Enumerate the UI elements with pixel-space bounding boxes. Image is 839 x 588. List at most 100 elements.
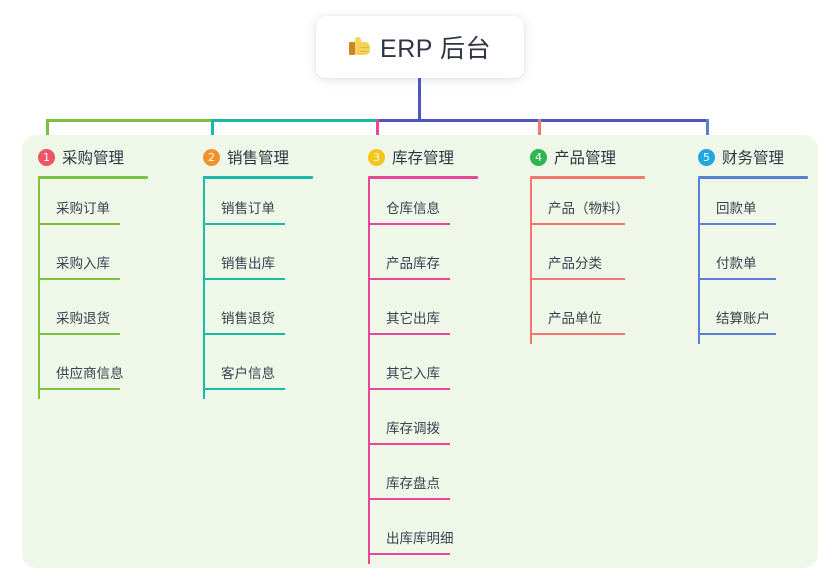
branch-column-4: 4 产品管理产品（物料） 产品分类产品单位 (530, 146, 690, 344)
bus-segment-1 (211, 119, 379, 122)
branch-item-underline (698, 333, 776, 335)
branch-item[interactable]: 付款单 (698, 234, 828, 289)
branch-underline-1 (38, 176, 148, 179)
root-node-content: ERP 后台 (349, 29, 491, 65)
branch-item-label: 产品库存 (386, 256, 440, 271)
branch-item-label: 仓库信息 (386, 201, 440, 216)
branch-item-underline (368, 553, 450, 555)
bus-segment-0 (46, 119, 214, 122)
branch-title-2: 销售管理 (227, 150, 290, 167)
branch-item[interactable]: 结算账户 (698, 289, 828, 344)
branch-item[interactable]: 仓库信息 (368, 179, 518, 234)
drop-line-4 (538, 119, 541, 148)
branch-item-list-5: 回款单付款单结算账户 (698, 179, 828, 344)
drop-line-5 (706, 119, 709, 148)
branch-item-label: 付款单 (716, 256, 757, 271)
drop-line-2 (211, 119, 214, 148)
branch-item[interactable]: 产品（物料） (530, 179, 690, 234)
branch-item-label: 产品单位 (548, 311, 602, 326)
branch-item-underline (368, 333, 450, 335)
branch-item-underline (203, 278, 285, 280)
branch-item-underline (698, 223, 776, 225)
branch-spine-2 (203, 179, 205, 399)
branch-item[interactable]: 产品单位 (530, 289, 690, 344)
branch-item-underline (368, 388, 450, 390)
branch-item-label: 其它入库 (386, 366, 440, 381)
drop-line-1 (46, 119, 49, 148)
branch-badge-2: 2 (203, 148, 220, 166)
branch-item-underline (38, 278, 120, 280)
branch-item[interactable]: 采购订单 (38, 179, 188, 234)
branch-item-label: 采购订单 (56, 201, 110, 216)
branch-item-underline (203, 333, 285, 335)
branch-item-underline (368, 223, 450, 225)
branch-item-list-2: 销售订单销售出库销售退货客户信息 (203, 179, 353, 399)
branch-badge-1: 1 (38, 148, 55, 166)
branch-item-label: 产品（物料） (548, 201, 629, 216)
branch-item-label: 销售订单 (221, 201, 275, 216)
branch-item-underline (368, 498, 450, 500)
branch-item[interactable]: 库存盘点 (368, 454, 518, 509)
branch-item-underline (530, 278, 625, 280)
branch-spine-1 (38, 179, 40, 399)
branch-item[interactable]: 销售订单 (203, 179, 353, 234)
branch-item-label: 采购入库 (56, 256, 110, 271)
branch-item-underline (530, 223, 625, 225)
drop-line-3 (376, 119, 379, 148)
root-node[interactable]: ERP 后台 (316, 16, 524, 78)
branch-column-2: 2 销售管理销售订单销售出库销售退货客户信息 (203, 146, 353, 399)
root-stem-line (418, 78, 421, 122)
branch-item-underline (530, 333, 625, 335)
branch-item-label: 出库库明细 (386, 531, 454, 546)
thumbs-up-icon (349, 37, 371, 59)
branch-item[interactable]: 采购退货 (38, 289, 188, 344)
branch-item-underline (203, 223, 285, 225)
branch-spine-4 (530, 179, 532, 344)
branch-header-1[interactable]: 1 采购管理 (38, 146, 188, 168)
branch-item-list-1: 采购订单采购入库采购退货供应商信息 (38, 179, 188, 399)
branch-item[interactable]: 销售退货 (203, 289, 353, 344)
branch-item[interactable]: 出库库明细 (368, 509, 518, 564)
branch-item[interactable]: 供应商信息 (38, 344, 188, 399)
branch-badge-3: 3 (368, 148, 385, 166)
branch-underline-2 (203, 176, 313, 179)
branch-title-4: 产品管理 (554, 150, 617, 167)
branch-item[interactable]: 回款单 (698, 179, 828, 234)
branch-item-label: 采购退货 (56, 311, 110, 326)
branch-spine-3 (368, 179, 370, 564)
branch-item-label: 客户信息 (221, 366, 275, 381)
branch-item-list-3: 仓库信息产品库存其它出库其它入库库存调拨库存盘点出库库明细 (368, 179, 518, 564)
branch-item[interactable]: 产品库存 (368, 234, 518, 289)
branch-item-underline (38, 223, 120, 225)
branch-title-1: 采购管理 (62, 150, 125, 167)
branch-spine-5 (698, 179, 700, 344)
branch-item-underline (698, 278, 776, 280)
branch-badge-4: 4 (530, 148, 547, 166)
branch-item[interactable]: 库存调拨 (368, 399, 518, 454)
branch-item-label: 其它出库 (386, 311, 440, 326)
branch-item[interactable]: 其它出库 (368, 289, 518, 344)
branch-header-2[interactable]: 2 销售管理 (203, 146, 353, 168)
branch-underline-4 (530, 176, 645, 179)
branch-item[interactable]: 客户信息 (203, 344, 353, 399)
branch-item-label: 供应商信息 (56, 366, 124, 381)
bus-segment-2 (376, 119, 709, 122)
branch-header-4[interactable]: 4 产品管理 (530, 146, 690, 168)
branch-item-underline (38, 388, 120, 390)
branch-item-label: 库存盘点 (386, 476, 440, 491)
branch-item-underline (38, 333, 120, 335)
branch-item-underline (368, 443, 450, 445)
root-title: ERP 后台 (380, 35, 491, 63)
branch-item-underline (203, 388, 285, 390)
branch-item-label: 销售退货 (221, 311, 275, 326)
branch-column-1: 1 采购管理采购订单采购入库采购退货供应商信息 (38, 146, 188, 399)
branch-item[interactable]: 采购入库 (38, 234, 188, 289)
branch-item[interactable]: 产品分类 (530, 234, 690, 289)
branch-item-underline (368, 278, 450, 280)
branch-item[interactable]: 其它入库 (368, 344, 518, 399)
branch-item[interactable]: 销售出库 (203, 234, 353, 289)
